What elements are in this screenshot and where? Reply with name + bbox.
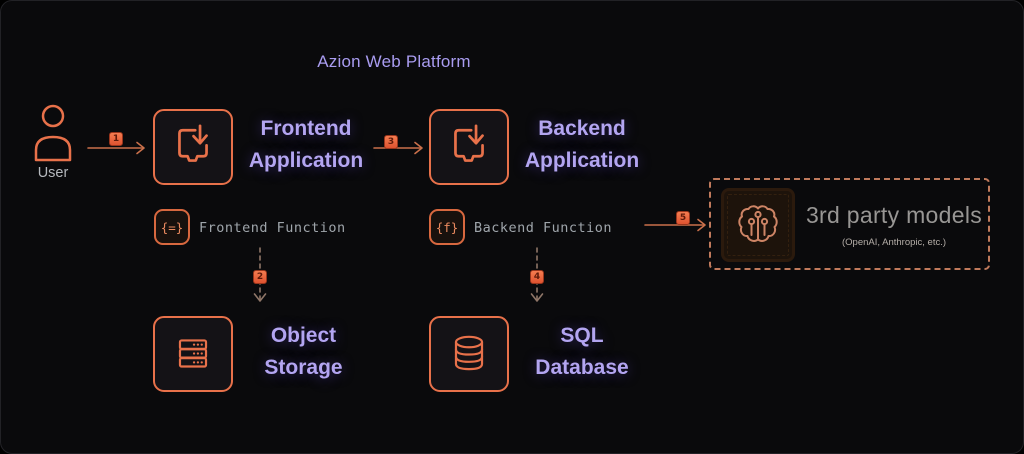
backend-application-heading: Backend Application xyxy=(524,117,640,172)
database-icon xyxy=(454,335,484,371)
function-braces-icon: {=} xyxy=(154,209,190,245)
step-badge-5: 5 xyxy=(676,211,690,225)
app-deploy-icon xyxy=(454,124,484,162)
arrow-step-3 xyxy=(373,141,423,155)
ai-brain-icon xyxy=(738,205,778,242)
object-storage-node xyxy=(153,316,233,392)
arrow-step-1 xyxy=(87,141,145,155)
backend-application-node xyxy=(429,109,509,185)
ai-brain-plate xyxy=(721,188,795,262)
server-stack-icon xyxy=(178,339,208,368)
step-badge-3: 3 xyxy=(384,135,398,149)
backend-function-label: Backend Function xyxy=(474,220,613,236)
third-party-models-subtitle: (OpenAI, Anthropic, etc.) xyxy=(841,237,947,248)
frontend-function-label: Frontend Function xyxy=(199,220,346,236)
sql-database-node xyxy=(429,316,509,392)
step-badge-1: 1 xyxy=(109,132,123,146)
step-badge-2: 2 xyxy=(253,270,267,284)
frontend-application-node xyxy=(153,109,233,185)
user-label: User xyxy=(37,165,69,181)
frontend-application-heading: Frontend Application xyxy=(248,117,364,172)
function-braces-icon: {f} xyxy=(429,209,465,245)
user-icon xyxy=(34,104,72,162)
sql-database-heading: SQL Database xyxy=(535,324,629,379)
third-party-models-node: 3rd party models (OpenAI, Anthropic, etc… xyxy=(709,178,990,270)
diagram-title: Azion Web Platform xyxy=(317,52,471,71)
object-storage-heading: Object Storage xyxy=(264,324,343,379)
arrow-step-5 xyxy=(644,218,706,232)
third-party-models-title: 3rd party models xyxy=(805,202,983,228)
step-badge-4: 4 xyxy=(530,270,544,284)
app-deploy-icon xyxy=(178,124,208,162)
